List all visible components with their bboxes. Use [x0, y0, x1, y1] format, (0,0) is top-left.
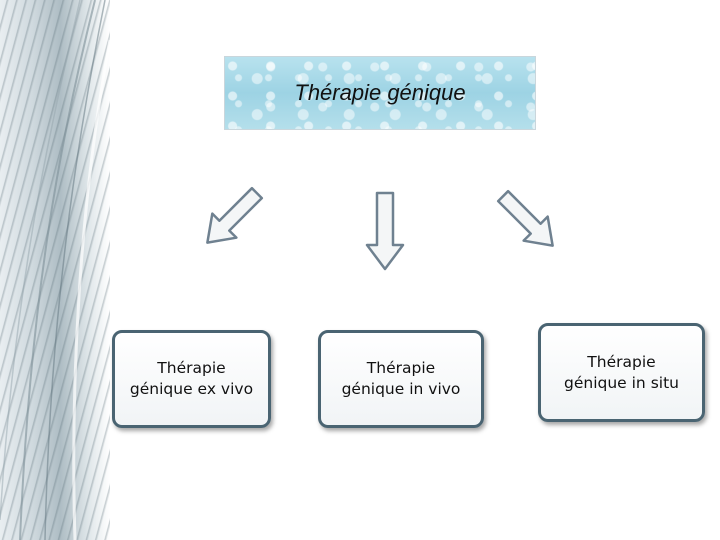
node-in-vivo: Thérapie génique in vivo — [318, 330, 484, 428]
decorative-side-strip — [0, 0, 110, 540]
arrow-to-ex-vivo — [206, 186, 264, 244]
node-in-situ-label: Thérapie génique in situ — [564, 352, 679, 392]
decorative-lines — [0, 0, 110, 540]
node-in-vivo-label: Thérapie génique in vivo — [341, 359, 461, 398]
node-ex-vivo-label: Thérapie génique ex vivo — [129, 359, 254, 398]
root-node: Thérapie génique — [224, 56, 536, 130]
arrow-to-in-vivo — [365, 191, 405, 271]
arrow-to-in-situ — [496, 189, 554, 247]
node-in-situ: Thérapie génique in situ — [538, 323, 705, 422]
node-ex-vivo: Thérapie génique ex vivo — [112, 330, 271, 428]
root-node-label: Thérapie génique — [294, 80, 466, 105]
